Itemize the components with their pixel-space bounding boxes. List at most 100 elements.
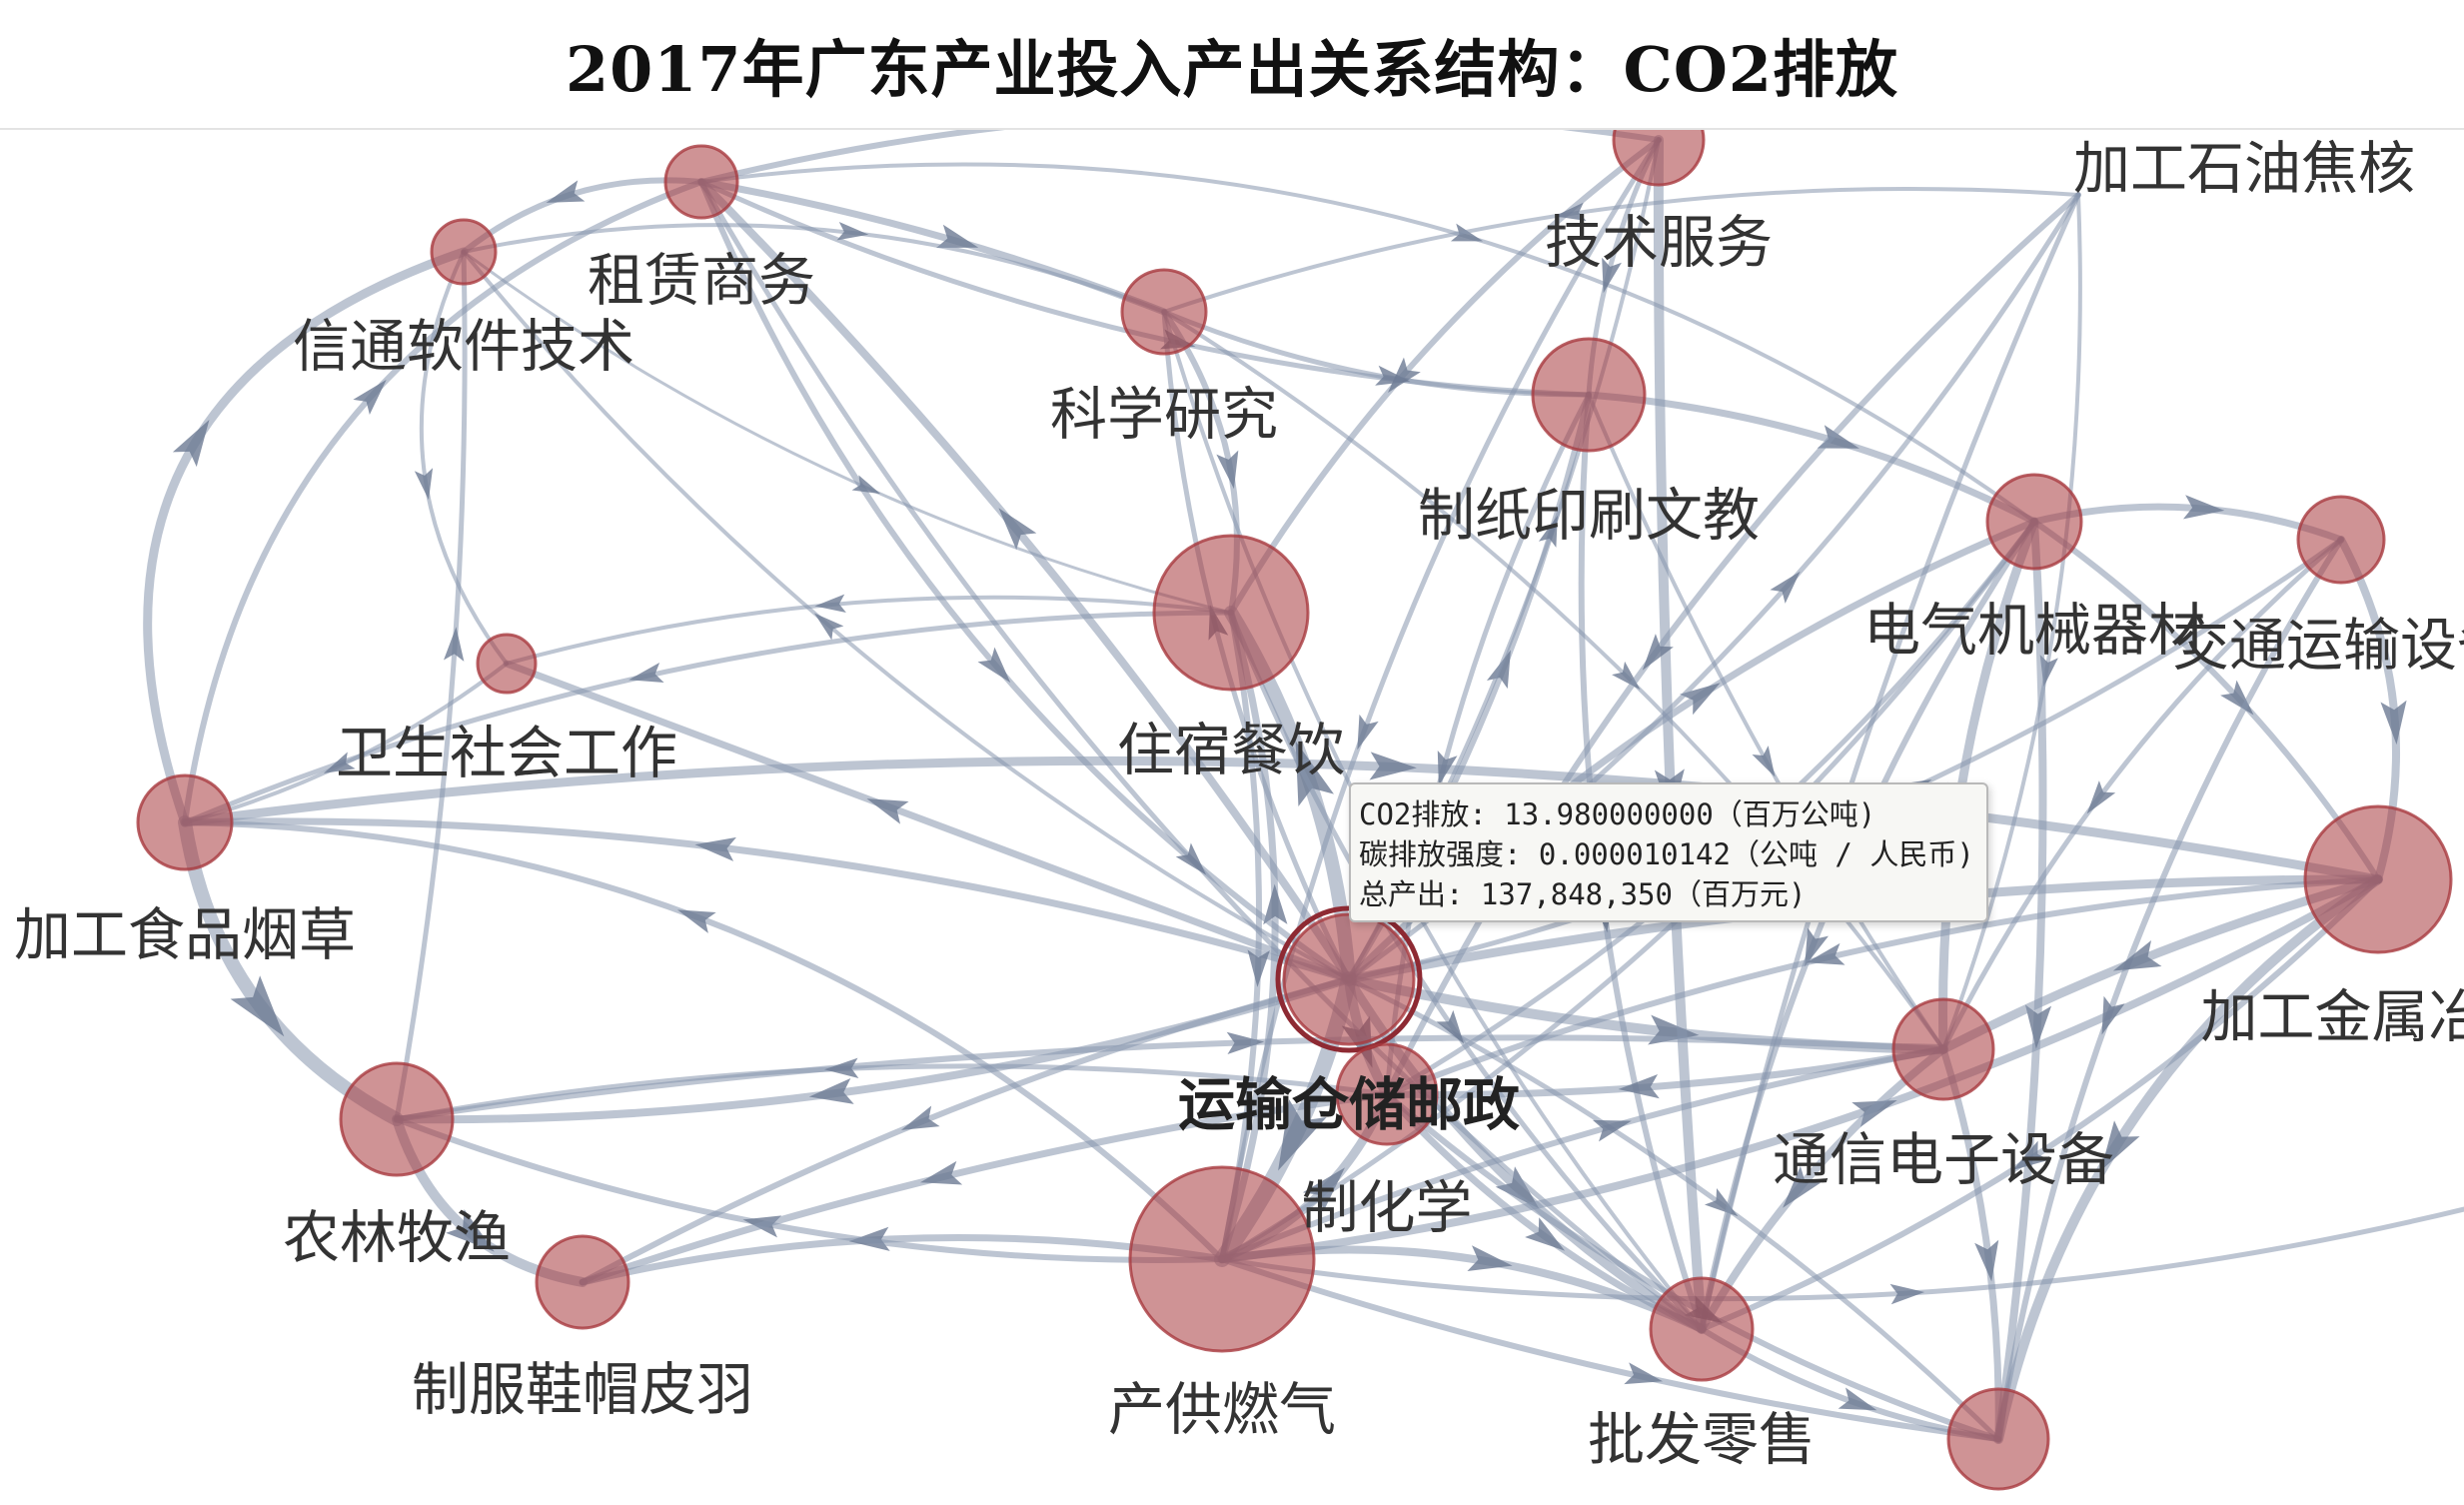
- edge-arrow-transport-tech: [1538, 515, 1558, 548]
- edge-chem-cloth[interactable]: [579, 1090, 1391, 1286]
- edge-chem-agri[interactable]: [394, 1063, 1390, 1122]
- edge-elec-unl[interactable]: [1994, 518, 2047, 1443]
- edge-arrow-metal-comm: [2112, 939, 2162, 971]
- edge-arrow-food-lease: [353, 379, 387, 415]
- edge-arrow-power-build: [1889, 1283, 1925, 1305]
- edge-power-hotel[interactable]: [1218, 609, 1279, 1263]
- edge-lease-transport[interactable]: [698, 179, 1352, 982]
- edge-agri-info[interactable]: [394, 249, 468, 1122]
- node-sci[interactable]: [1120, 268, 1208, 356]
- edge-petro-chem[interactable]: [1384, 192, 2081, 1097]
- edge-power-metal[interactable]: [1218, 875, 2382, 1263]
- node-food[interactable]: [136, 773, 234, 871]
- edge-transport-food[interactable]: [181, 817, 1353, 983]
- edge-food-info[interactable]: [143, 247, 469, 827]
- node-label-tech: 技术服务: [1545, 210, 1773, 276]
- edge-power-build[interactable]: [1219, 1206, 2464, 1302]
- node-lease[interactable]: [663, 144, 739, 220]
- edge-tech-hotel[interactable]: [1228, 137, 1662, 616]
- node-hotel[interactable]: [1152, 534, 1310, 692]
- node-health[interactable]: [476, 633, 538, 695]
- edge-arrow-power-food: [676, 909, 716, 933]
- edge-arrow-tech-hotel: [1387, 357, 1421, 394]
- edge-agri-comm[interactable]: [394, 1034, 1946, 1122]
- edge-info-hotel[interactable]: [462, 250, 1233, 615]
- edge-lease-retail[interactable]: [698, 179, 1705, 1332]
- edge-power-elec[interactable]: [1219, 519, 2037, 1262]
- edge-petro-sci[interactable]: [1162, 187, 2080, 314]
- node-metal[interactable]: [2303, 804, 2453, 954]
- edge-tech-retail[interactable]: [1653, 135, 1707, 1334]
- edge-metal-retail[interactable]: [1699, 876, 2381, 1332]
- edge-elec-comm[interactable]: [1938, 517, 2039, 1054]
- edge-transport-cloth[interactable]: [580, 976, 1352, 1285]
- edge-arrow-transport-hotel: [1295, 741, 1335, 806]
- node-unl[interactable]: [1946, 1387, 2050, 1491]
- node-transeq[interactable]: [2296, 495, 2386, 585]
- node-label-agri: 农林牧渔: [283, 1205, 511, 1271]
- edge-arrow-retail-unl: [1838, 1387, 1877, 1411]
- node-chem[interactable]: [1335, 1042, 1439, 1146]
- node-transport[interactable]: [1282, 912, 1416, 1046]
- edge-comm-unl[interactable]: [1939, 1045, 2002, 1443]
- edge-info-health[interactable]: [419, 250, 509, 666]
- edge-health-food[interactable]: [183, 662, 509, 824]
- node-info[interactable]: [430, 218, 498, 286]
- edge-comm-chem[interactable]: [1383, 1045, 1947, 1099]
- edge-petro-comm[interactable]: [1941, 193, 2082, 1051]
- edge-arrow-elec-unl: [2024, 1004, 2052, 1049]
- node-elec[interactable]: [1985, 473, 2083, 571]
- node-label-power: 产供燃气: [1108, 1377, 1336, 1443]
- edge-power-unl[interactable]: [1219, 1256, 2001, 1442]
- edge-arrow-transport-retail: [1495, 1166, 1540, 1209]
- edge-arrow-power-hotel: [1263, 883, 1288, 925]
- edge-arrow-petro-chem: [1642, 634, 1674, 671]
- edge-transport-info[interactable]: [462, 250, 1351, 981]
- node-label-metal: 加工金属冶: [2201, 984, 2464, 1050]
- node-label-food: 加工食品烟草: [14, 902, 356, 968]
- edge-arrow-paper-comm: [1752, 746, 1776, 777]
- node-cloth[interactable]: [535, 1234, 630, 1330]
- edge-transport-health[interactable]: [503, 660, 1353, 983]
- edge-arrow-health-food: [323, 752, 356, 773]
- edge-info-sci[interactable]: [462, 223, 1166, 314]
- edge-arrow-food-agri: [230, 975, 285, 1037]
- node-retail[interactable]: [1649, 1276, 1755, 1382]
- edge-arrow-chem-cloth: [919, 1160, 963, 1185]
- chart-title: 2017年广东产业投入产出关系结构：CO2排放: [565, 33, 1899, 106]
- edge-tech-power[interactable]: [1219, 137, 1662, 1262]
- edge-transport-lease[interactable]: [697, 178, 1353, 983]
- edge-transeq-comm[interactable]: [1940, 537, 2344, 1052]
- node-tech[interactable]: [1612, 95, 1706, 187]
- edge-arrow-lease-info: [546, 180, 586, 203]
- node-power[interactable]: [1128, 1165, 1316, 1353]
- edge-arrow-sci-hotel: [1216, 450, 1239, 490]
- edge-paper-elec[interactable]: [1585, 391, 2038, 526]
- edge-power-comm[interactable]: [1219, 1046, 1946, 1262]
- edge-hotel-retail[interactable]: [1228, 610, 1705, 1332]
- edge-hotel-health[interactable]: [505, 595, 1233, 666]
- edge-arrow-hotel-food: [628, 663, 664, 683]
- node-label-elec: 电气机械器材: [1863, 598, 2205, 664]
- edge-chem-retail[interactable]: [1383, 1090, 1706, 1333]
- edge-food-lease[interactable]: [182, 179, 704, 825]
- edge-arrow-transport-health: [866, 798, 909, 824]
- edge-hotel-food[interactable]: [182, 610, 1234, 825]
- node-agri[interactable]: [339, 1061, 455, 1177]
- edge-arrow-transeq-comm: [2086, 780, 2116, 814]
- edge-paper-comm[interactable]: [1587, 393, 1945, 1051]
- edge-power-food[interactable]: [182, 819, 1225, 1262]
- edge-transeq-unl[interactable]: [1995, 537, 2344, 1442]
- node-label-retail: 批发零售: [1588, 1407, 1816, 1473]
- node-comm[interactable]: [1891, 997, 1995, 1101]
- edge-lease-tech[interactable]: [698, 111, 1662, 185]
- edge-lease-elec[interactable]: [699, 162, 2036, 524]
- edge-arrow-transport-food: [694, 836, 736, 861]
- edge-metal-unl[interactable]: [1993, 874, 2383, 1444]
- edge-power-agri[interactable]: [394, 1116, 1225, 1263]
- edge-metal-chem[interactable]: [1384, 876, 2381, 1097]
- edge-arrow-power-chem: [1302, 1167, 1345, 1212]
- edge-sci-paper[interactable]: [1161, 309, 1592, 398]
- node-paper[interactable]: [1531, 337, 1647, 453]
